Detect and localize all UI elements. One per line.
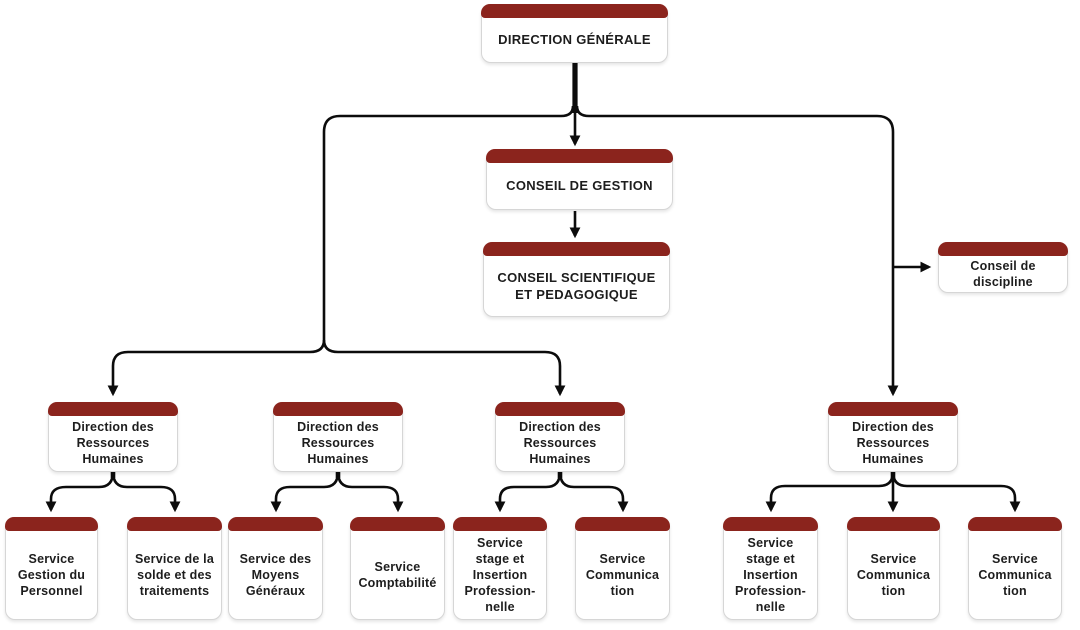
node-header-bar	[495, 402, 625, 416]
node-header-bar	[228, 517, 323, 531]
node-conseil-de-discipline: Conseil de discipline	[938, 242, 1068, 293]
node-header-bar	[481, 4, 668, 18]
node-service-communication-3: Service Communica tion	[968, 517, 1062, 620]
node-service-comptabilite: Service Comptabilité	[350, 517, 445, 620]
node-header-bar	[273, 402, 403, 416]
node-label: Service stage et Insertion Profession- n…	[464, 535, 536, 614]
node-direction-rh-3: Direction des Ressources Humaines	[495, 402, 625, 472]
node-direction-rh-1: Direction des Ressources Humaines	[48, 402, 178, 472]
node-label: Direction des Ressources Humaines	[72, 420, 154, 466]
node-service-stage-insertion-2: Service stage et Insertion Profession- n…	[723, 517, 818, 620]
node-service-communication-2: Service Communica tion	[847, 517, 940, 620]
node-service-gestion-personnel: Service Gestion du Personnel	[5, 517, 98, 620]
node-header-bar	[723, 517, 818, 531]
node-header-bar	[350, 517, 445, 531]
node-label: Service Communica tion	[856, 551, 931, 598]
node-conseil-scientifique-et-pedagogique: CONSEIL SCIENTIFIQUE ET PEDAGOGIQUE	[483, 242, 670, 317]
node-header-bar	[48, 402, 178, 416]
node-label: Conseil de discipline	[970, 258, 1036, 289]
node-label: Service de la solde et des traitements	[134, 551, 215, 598]
node-label: CONSEIL SCIENTIFIQUE ET PEDAGOGIQUE	[497, 269, 656, 302]
node-header-bar	[5, 517, 98, 531]
node-header-bar	[938, 242, 1068, 256]
node-label: Direction des Ressources Humaines	[852, 420, 934, 466]
node-label: Service Gestion du Personnel	[17, 551, 86, 598]
node-label: Service Communica tion	[978, 551, 1052, 598]
node-label: Service Communica tion	[585, 551, 660, 598]
node-service-solde-traitements: Service de la solde et des traitements	[127, 517, 222, 620]
node-conseil-de-gestion: CONSEIL DE GESTION	[486, 149, 673, 210]
node-header-bar	[968, 517, 1062, 531]
node-header-bar	[575, 517, 670, 531]
node-label: Direction des Ressources Humaines	[297, 420, 379, 466]
node-header-bar	[847, 517, 940, 531]
node-header-bar	[453, 517, 547, 531]
node-label: Direction des Ressources Humaines	[519, 420, 601, 466]
node-header-bar	[483, 242, 670, 256]
node-header-bar	[828, 402, 958, 416]
node-direction-generale: DIRECTION GÉNÉRALE	[481, 4, 668, 63]
node-label: DIRECTION GÉNÉRALE	[498, 32, 651, 47]
node-header-bar	[127, 517, 222, 531]
node-direction-rh-4: Direction des Ressources Humaines	[828, 402, 958, 472]
node-service-moyens-generaux: Service des Moyens Généraux	[228, 517, 323, 620]
node-header-bar	[486, 149, 673, 163]
node-label: Service Comptabilité	[358, 559, 437, 590]
node-label: CONSEIL DE GESTION	[506, 178, 653, 193]
node-label: Service des Moyens Généraux	[239, 551, 312, 598]
node-direction-rh-2: Direction des Ressources Humaines	[273, 402, 403, 472]
node-label: Service stage et Insertion Profession- n…	[735, 535, 806, 614]
node-service-communication-1: Service Communica tion	[575, 517, 670, 620]
node-service-stage-insertion-1: Service stage et Insertion Profession- n…	[453, 517, 547, 620]
